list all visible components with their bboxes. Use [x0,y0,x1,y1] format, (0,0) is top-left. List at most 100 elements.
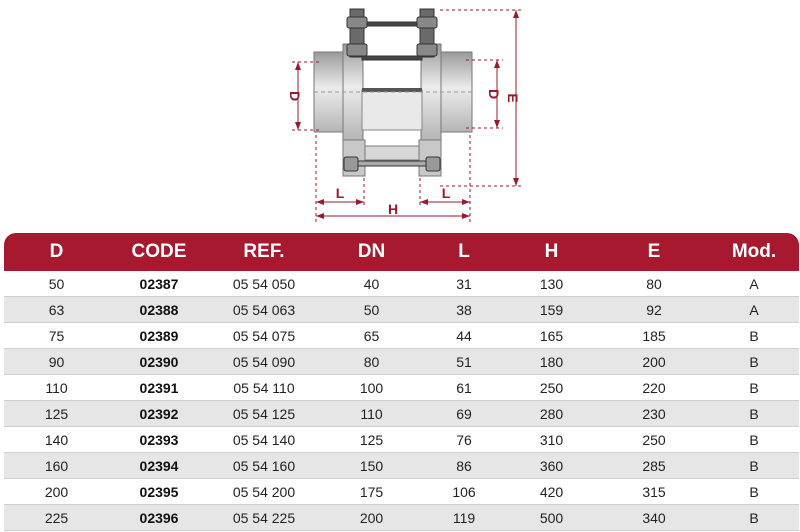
cell-e: 92 [599,297,709,323]
gasket [362,88,422,92]
column-header-d: D [4,233,109,271]
cell-code: 02389 [109,323,209,349]
cell-h: 500 [504,505,599,531]
cell-dn: 150 [319,453,424,479]
cell-d: 125 [4,401,109,427]
cell-mod: B [709,505,799,531]
cell-dn: 125 [319,427,424,453]
bolt-assembly [343,8,441,172]
cell-h: 130 [504,271,599,297]
cell-code: 02387 [109,271,209,297]
cell-d: 75 [4,323,109,349]
cell-ref: 05 54 075 [209,323,319,349]
cell-l: 69 [424,401,504,427]
cell-d: 200 [4,479,109,505]
cell-l: 106 [424,479,504,505]
dimension-label-h: H [388,201,398,217]
cell-l: 76 [424,427,504,453]
cell-dn: 100 [319,375,424,401]
cell-dn: 65 [319,323,424,349]
cell-l: 61 [424,375,504,401]
dimension-label-d-left: D [287,91,303,101]
cell-mod: B [709,453,799,479]
cell-code: 02393 [109,427,209,453]
cell-ref: 05 54 160 [209,453,319,479]
cell-l: 44 [424,323,504,349]
cell-l: 119 [424,505,504,531]
dimension-label-l-right: L [442,185,451,201]
cell-e: 80 [599,271,709,297]
cell-h: 310 [504,427,599,453]
cell-e: 185 [599,323,709,349]
dimension-label-d-right: D [486,89,502,99]
column-header-ref: REF. [209,233,319,271]
cell-ref: 05 54 063 [209,297,319,323]
cell-mod: B [709,427,799,453]
cell-code: 02391 [109,375,209,401]
cell-code: 02388 [109,297,209,323]
cell-e: 315 [599,479,709,505]
cell-dn: 40 [319,271,424,297]
cell-h: 250 [504,375,599,401]
cell-mod: B [709,323,799,349]
cell-dn: 200 [319,505,424,531]
cell-e: 200 [599,349,709,375]
cell-e: 340 [599,505,709,531]
cell-h: 280 [504,401,599,427]
cell-e: 285 [599,453,709,479]
cell-mod: B [709,479,799,505]
cell-dn: 50 [319,297,424,323]
cell-mod: A [709,297,799,323]
dimension-label-l-left: L [336,185,345,201]
cell-ref: 05 54 200 [209,479,319,505]
cell-l: 38 [424,297,504,323]
cell-code: 02396 [109,505,209,531]
dimension-arrows [295,10,519,219]
column-header-dn: DN [319,233,424,271]
cell-d: 225 [4,505,109,531]
column-header-code: CODE [109,233,209,271]
cell-h: 165 [504,323,599,349]
column-header-l: L [424,233,504,271]
lower-bridge [364,145,420,161]
cell-ref: 05 54 050 [209,271,319,297]
cell-ref: 05 54 225 [209,505,319,531]
cell-h: 420 [504,479,599,505]
cell-d: 63 [4,297,109,323]
cell-e: 220 [599,375,709,401]
cell-e: 230 [599,401,709,427]
column-header-mod: Mod. [709,233,799,271]
cell-l: 86 [424,453,504,479]
cell-ref: 05 54 090 [209,349,319,375]
cell-mod: B [709,349,799,375]
cell-ref: 05 54 140 [209,427,319,453]
dimension-label-e: E [505,93,521,102]
cell-code: 02392 [109,401,209,427]
right-flange [420,43,442,141]
bore [361,89,423,131]
cell-d: 90 [4,349,109,375]
cell-mod: B [709,375,799,401]
cell-code: 02395 [109,479,209,505]
table-header: D CODE REF. DN L H E Mod. [4,233,799,271]
column-header-h: H [504,233,599,271]
cell-code: 02390 [109,349,209,375]
cell-d: 140 [4,427,109,453]
cell-l: 31 [424,271,504,297]
cell-e: 250 [599,427,709,453]
cell-h: 360 [504,453,599,479]
cell-mod: A [709,271,799,297]
cell-ref: 05 54 125 [209,401,319,427]
dimension-lines [292,9,522,222]
cell-code: 02394 [109,453,209,479]
